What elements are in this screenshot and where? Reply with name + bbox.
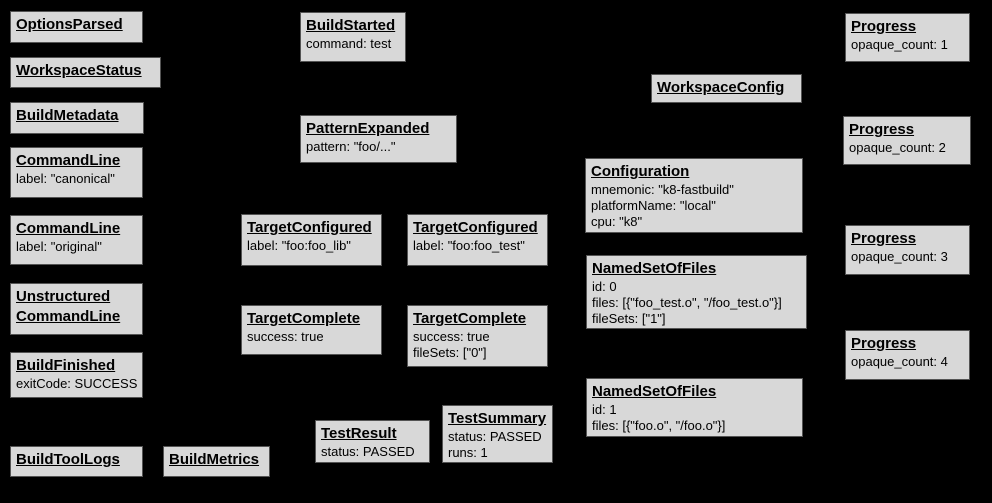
event-node-buildmetadata: BuildMetadata bbox=[10, 102, 144, 134]
event-node-progress-4: Progress opaque_count: 4 bbox=[845, 330, 970, 380]
event-attribute: opaque_count: 1 bbox=[851, 37, 948, 52]
event-attribute: label: "canonical" bbox=[16, 171, 115, 186]
event-title: CommandLine bbox=[16, 220, 121, 237]
event-title: BuildFinished bbox=[16, 357, 116, 374]
event-node-testresult: TestResult status: PASSED bbox=[315, 420, 430, 463]
event-node-progress-3: Progress opaque_count: 3 bbox=[845, 225, 970, 275]
event-attribute: fileSets: ["1"] bbox=[592, 311, 666, 326]
event-title: TargetConfigured bbox=[413, 219, 538, 236]
event-title: Progress bbox=[851, 230, 917, 247]
event-node-workspaceconfig: WorkspaceConfig bbox=[651, 74, 802, 103]
event-node-buildmetrics: BuildMetrics bbox=[163, 446, 270, 477]
event-attribute: cpu: "k8" bbox=[591, 214, 643, 229]
event-title: Configuration bbox=[591, 163, 690, 180]
event-title: OptionsParsed bbox=[16, 16, 123, 33]
event-attribute: mnemonic: "k8-fastbuild" bbox=[591, 182, 734, 197]
event-node-commandline-original: CommandLine label: "original" bbox=[10, 215, 143, 265]
event-attribute: platformName: "local" bbox=[591, 198, 716, 213]
event-node-workspacestatus: WorkspaceStatus bbox=[10, 57, 161, 88]
event-node-progress-2: Progress opaque_count: 2 bbox=[843, 116, 971, 165]
event-node-targetconfigured-foo-test: TargetConfigured label: "foo:foo_test" bbox=[407, 214, 548, 266]
event-attribute: runs: 1 bbox=[448, 445, 488, 460]
event-attribute: id: 1 bbox=[592, 402, 617, 417]
event-node-optionsparsed: OptionsParsed bbox=[10, 11, 143, 43]
event-node-commandline-canonical: CommandLine label: "canonical" bbox=[10, 147, 143, 198]
event-title: NamedSetOfFiles bbox=[592, 260, 717, 277]
event-node-patternexpanded: PatternExpanded pattern: "foo/..." bbox=[300, 115, 457, 163]
event-title: TargetComplete bbox=[247, 310, 361, 327]
event-title: PatternExpanded bbox=[306, 120, 430, 137]
event-title: Progress bbox=[851, 335, 917, 352]
event-attribute: id: 0 bbox=[592, 279, 617, 294]
event-node-configuration: Configuration mnemonic: "k8-fastbuild"pla… bbox=[585, 158, 803, 233]
event-title: TestResult bbox=[321, 425, 397, 442]
event-title: Progress bbox=[849, 121, 915, 138]
event-attribute: files: [{"foo.o", "/foo.o"}] bbox=[592, 418, 726, 433]
event-attribute: opaque_count: 2 bbox=[849, 140, 946, 155]
event-title: NamedSetOfFiles bbox=[592, 383, 717, 400]
event-title: BuildMetrics bbox=[169, 451, 260, 468]
event-attribute: label: "original" bbox=[16, 239, 102, 254]
event-attribute: status: PASSED bbox=[321, 444, 415, 459]
event-node-targetconfigured-foo-lib: TargetConfigured label: "foo:foo_lib" bbox=[241, 214, 382, 266]
event-node-targetcomplete-lib: TargetComplete success: true bbox=[241, 305, 382, 355]
event-title: TargetConfigured bbox=[247, 219, 372, 236]
event-attribute: exitCode: SUCCESS bbox=[16, 376, 138, 391]
event-title: TargetComplete bbox=[413, 310, 527, 327]
event-node-buildstarted: BuildStarted command: test bbox=[300, 12, 406, 62]
event-title: WorkspaceConfig bbox=[657, 79, 785, 96]
event-attribute: success: true bbox=[413, 329, 490, 344]
event-node-buildfinished: BuildFinished exitCode: SUCCESS bbox=[10, 352, 143, 398]
event-title: BuildToolLogs bbox=[16, 451, 120, 468]
event-title: WorkspaceStatus bbox=[16, 62, 142, 79]
event-attribute: success: true bbox=[247, 329, 324, 344]
event-title: TestSummary bbox=[448, 410, 547, 427]
event-title: CommandLine bbox=[16, 152, 121, 169]
event-attribute: opaque_count: 4 bbox=[851, 354, 948, 369]
event-attribute: label: "foo:foo_test" bbox=[413, 238, 525, 253]
event-attribute: command: test bbox=[306, 36, 392, 51]
event-attribute: pattern: "foo/..." bbox=[306, 139, 396, 154]
event-node-progress-1: Progress opaque_count: 1 bbox=[845, 13, 970, 62]
event-title: BuildStarted bbox=[306, 17, 396, 34]
event-attribute: files: [{"foo_test.o", "/foo_test.o"}] bbox=[592, 295, 782, 310]
event-title: Progress bbox=[851, 18, 917, 35]
event-title: BuildMetadata bbox=[16, 107, 119, 124]
event-node-buildtoollogs: BuildToolLogs bbox=[10, 446, 143, 477]
event-attribute: opaque_count: 3 bbox=[851, 249, 948, 264]
event-attribute: fileSets: ["0"] bbox=[413, 345, 487, 360]
event-attribute: label: "foo:foo_lib" bbox=[247, 238, 351, 253]
event-attribute: status: PASSED bbox=[448, 429, 542, 444]
